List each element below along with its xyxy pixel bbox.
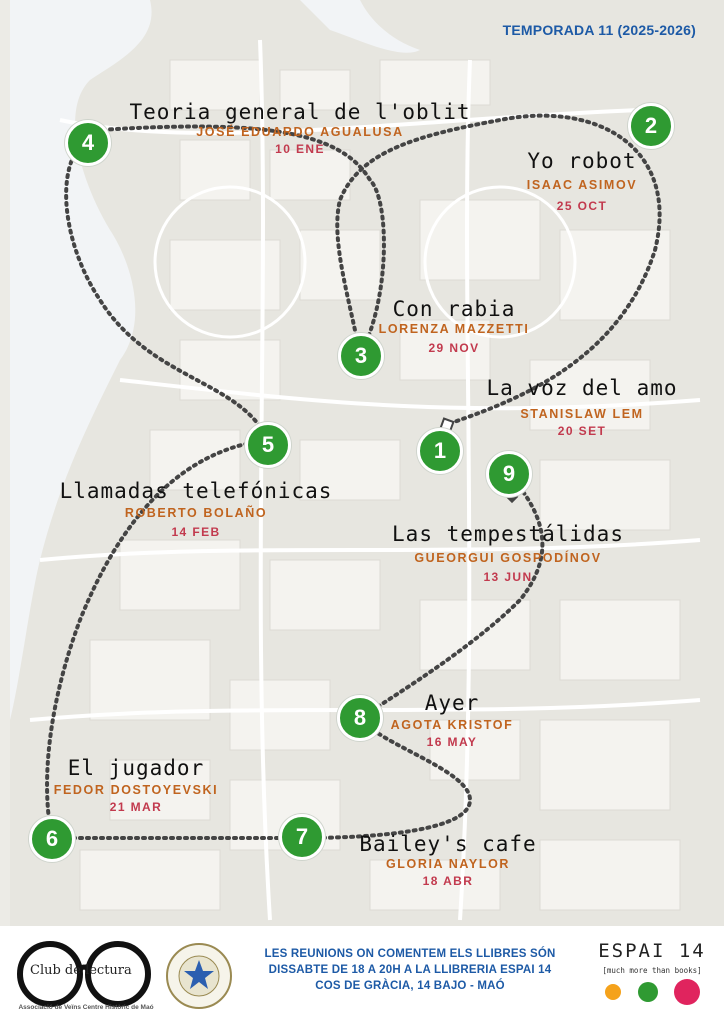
book-date: 13 JUN [483, 570, 533, 584]
book-8-label: Ayer AGOTA KRISTOF 16 MAY [391, 691, 514, 751]
club-logo [17, 941, 151, 1007]
pink-dot-icon [674, 979, 700, 1005]
book-6-label: El jugador FEDOR DOSTOYEVSKI 21 MAR [54, 756, 219, 816]
book-date: 18 ABR [422, 874, 474, 888]
espai-logo-tagline: [much more than books] [602, 966, 702, 975]
marker-1: 1 [417, 428, 463, 474]
season-label: TEMPORADA 11 (2025-2026) [502, 22, 696, 38]
club-name: Club de lectura [30, 963, 132, 978]
book-date: 25 OCT [556, 199, 608, 213]
book-date: 14 FEB [171, 525, 221, 539]
book-author: GUEORGUI GOSPODÍNOV [414, 551, 602, 565]
book-author: ROBERTO BOLAÑO [124, 506, 268, 520]
book-3-label: Con rabia LORENZA MAZZETTI 29 NOV [379, 297, 530, 357]
marker-7: 7 [279, 814, 325, 860]
book-title: Las tempestálidas [392, 522, 624, 546]
book-9-label: Las tempestálidas GUEORGUI GOSPODÍNOV 13… [392, 522, 624, 586]
book-date: 16 MAY [426, 735, 478, 749]
book-author: GLORIA NAYLOR [385, 857, 511, 871]
meeting-info: LES REUNIONS ON COMENTEM ELS LLIBRES SÓN… [250, 946, 570, 994]
meeting-info-line: LES REUNIONS ON COMENTEM ELS LLIBRES SÓN [264, 948, 556, 960]
marker-8: 8 [337, 695, 383, 741]
book-title: Teoria general de l'oblit [129, 100, 471, 124]
book-date: 21 MAR [109, 800, 163, 814]
book-date: 20 SET [557, 424, 607, 438]
book-author: LORENZA MAZZETTI [378, 322, 530, 336]
book-title: El jugador [67, 756, 205, 780]
marker-2: 2 [628, 103, 674, 149]
book-title: Con rabia [392, 297, 516, 321]
marker-5: 5 [245, 422, 291, 468]
meeting-info-line: COS DE GRÀCIA, 14 BAJO - MAÓ [315, 980, 505, 992]
book-author: JOSÉ EDUARDO AGUALUSA [196, 125, 404, 139]
book-author: FEDOR DOSTOYEVSKI [53, 783, 219, 797]
green-dot-icon [638, 982, 658, 1002]
book-author: STANISLAW LEM [520, 407, 644, 421]
marker-9: 9 [486, 451, 532, 497]
book-7-label: Bailey's cafe GLORIA NAYLOR 18 ABR [359, 832, 536, 890]
book-author: AGOTA KRISTOF [390, 718, 514, 732]
book-1-label: La voz del amo STANISLAW LEM 20 SET [486, 376, 677, 440]
book-title: Bailey's cafe [359, 832, 537, 856]
book-title: Yo robot [527, 149, 637, 173]
book-4-label: Teoria general de l'oblit JOSÉ EDUARDO A… [129, 100, 470, 158]
book-title: Ayer [424, 691, 480, 715]
book-author: ISAAC ASIMOV [526, 178, 638, 192]
marker-4: 4 [65, 120, 111, 166]
book-title: Llamadas telefónicas [59, 479, 333, 503]
orange-dot-icon [605, 984, 621, 1000]
espai-logo-name: ESPAI 14 [598, 940, 706, 962]
book-5-label: Llamadas telefónicas ROBERTO BOLAÑO 14 F… [60, 479, 333, 541]
book-title: La voz del amo [486, 376, 678, 400]
marker-3: 3 [338, 333, 384, 379]
book-2-label: Yo robot ISAAC ASIMOV 25 OCT [527, 149, 637, 215]
meeting-info-line: DISSABTE DE 18 A 20H A LA LLIBRERIA ESPA… [268, 964, 552, 976]
club-subtitle: Associació de Veïns Centre Històric de M… [18, 1004, 154, 1011]
book-date: 29 NOV [428, 341, 480, 355]
book-date: 10 ENE [275, 142, 325, 156]
marker-6: 6 [29, 816, 75, 862]
association-seal [166, 943, 232, 1009]
